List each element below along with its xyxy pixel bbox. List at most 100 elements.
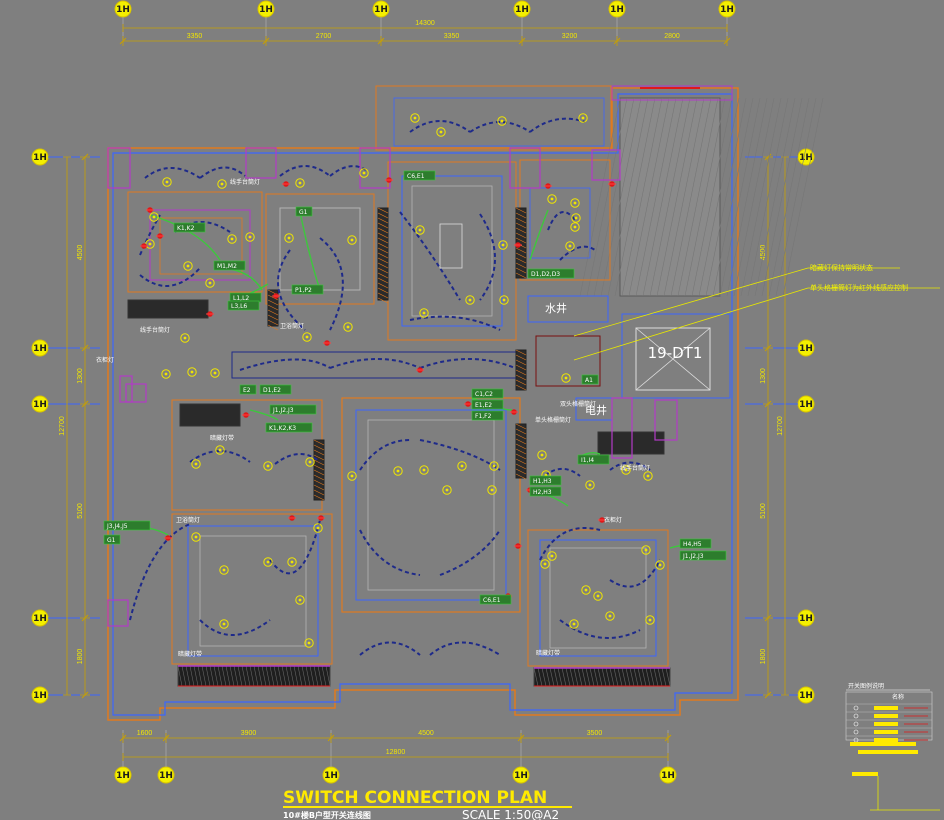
light-dot (564, 376, 568, 380)
hatch (515, 354, 527, 361)
dim-tick (764, 153, 772, 161)
switch-label-box (173, 222, 206, 233)
light-dot (468, 298, 472, 302)
hatch (670, 97, 712, 297)
hatch (515, 458, 527, 465)
light-fixture (219, 565, 229, 575)
hatch (313, 439, 325, 446)
wiring-arc (559, 245, 596, 261)
switch-label-box (679, 538, 712, 549)
light-dot (572, 622, 576, 626)
hatch (515, 364, 527, 371)
dim-label: 3900 (241, 730, 257, 737)
light-fixture (457, 461, 467, 471)
hatch (281, 665, 287, 687)
room-bedroom-1 (127, 191, 263, 293)
switch-label-box (269, 404, 317, 415)
wiring-arc (429, 641, 501, 656)
light-dot (658, 563, 662, 567)
hatch (217, 665, 223, 687)
hatch (761, 97, 803, 297)
room-study (387, 161, 517, 341)
light-dot (183, 336, 187, 340)
hatch (377, 217, 389, 224)
light-fixture (187, 367, 197, 377)
light-dot (418, 228, 422, 232)
switch-label-box (227, 300, 260, 311)
annotation-leader (573, 287, 809, 361)
hatch (691, 97, 733, 297)
light-fixture (263, 461, 273, 471)
title-block: SWITCH CONNECTION PLAN 10#楼B户型开关连线图 SCAL… (280, 786, 600, 820)
legend-bar (850, 742, 916, 746)
light-dot (152, 215, 156, 219)
hatch (249, 665, 255, 687)
switch-label: C6,E1 (407, 173, 425, 180)
switch-label: G1 (299, 209, 308, 216)
light-dot (500, 119, 504, 123)
column (125, 383, 147, 403)
wiring-arc (129, 523, 191, 621)
elevator-shaft (621, 313, 731, 399)
dim-label: 5100 (760, 503, 767, 519)
fixture-label: 暗藏灯带 (536, 649, 560, 657)
hatch (301, 665, 307, 687)
hatch (377, 252, 389, 259)
light-dot (290, 560, 294, 564)
switch-label-box (265, 422, 313, 433)
hatch (241, 665, 247, 687)
hatch (321, 665, 327, 687)
wall-hatch (377, 207, 389, 301)
light-fixture (499, 295, 509, 305)
hatch (661, 667, 667, 687)
light-fixture (191, 459, 201, 469)
light-fixture (393, 466, 403, 476)
switch-label: M1,M2 (217, 263, 237, 270)
switch-label: G1 (107, 537, 116, 544)
hatch (629, 667, 635, 687)
switch-wire (299, 211, 321, 291)
switch-label-box (103, 520, 151, 531)
wiring-arc (479, 213, 496, 301)
hatch (313, 484, 325, 491)
hatch (621, 97, 663, 297)
column (509, 147, 541, 189)
hatch (313, 454, 325, 461)
hatch (305, 665, 311, 687)
light-dot (490, 488, 494, 492)
legend-header: 名称 (892, 693, 904, 701)
switch-label-box (471, 410, 504, 421)
dim-tick (664, 734, 672, 742)
light-dot (346, 325, 350, 329)
column (119, 375, 133, 403)
hatch (515, 232, 527, 239)
ceiling-outline (279, 207, 361, 291)
light-dot (460, 464, 464, 468)
light-fixture (561, 373, 571, 383)
svg-text:1H: 1H (799, 614, 813, 624)
hatch (515, 272, 527, 279)
column (245, 147, 277, 179)
hatch (515, 262, 527, 269)
light-fixture (347, 471, 357, 481)
hatch (663, 97, 705, 297)
light-fixture (217, 179, 227, 189)
hatch (684, 97, 726, 297)
dim-tick (81, 344, 89, 352)
hatch (181, 665, 187, 687)
dim-tick (81, 691, 89, 699)
column (359, 147, 391, 189)
elevator-car (635, 327, 711, 391)
hatch (557, 667, 563, 687)
hatch (213, 665, 219, 687)
hatch (515, 379, 527, 386)
light-fixture (359, 168, 369, 178)
light-dot (165, 180, 169, 184)
light-dot (266, 464, 270, 468)
light-fixture (621, 465, 631, 475)
hatch (221, 665, 227, 687)
ceiling-outline (187, 525, 319, 657)
axis-bubble-top: 1H (257, 0, 275, 18)
light-fixture (215, 445, 225, 455)
